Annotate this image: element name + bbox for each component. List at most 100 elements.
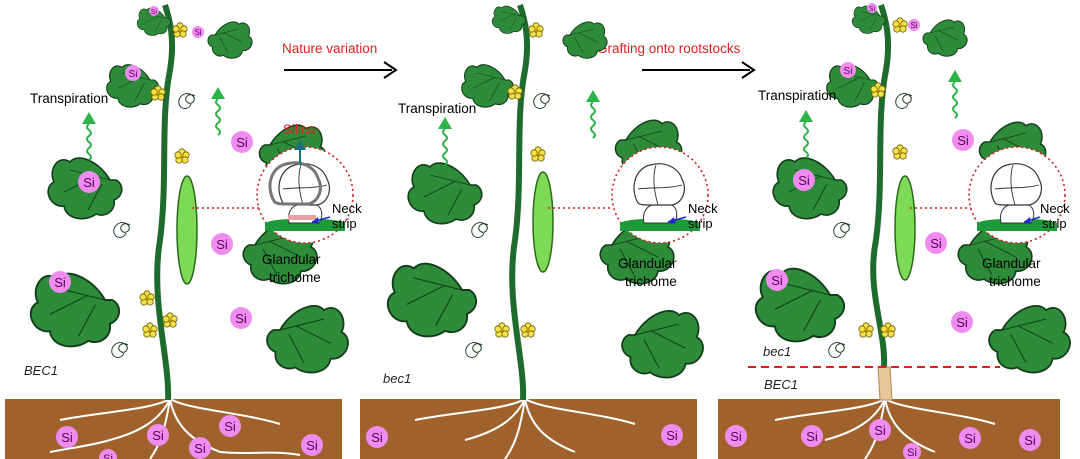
tendril — [471, 222, 489, 238]
si-badge: Si — [766, 269, 788, 291]
si-badge: Si — [125, 65, 141, 81]
tendril — [178, 93, 196, 109]
svg-text:Si: Si — [306, 438, 318, 453]
strip-label: strip — [688, 216, 713, 231]
neck-label: Neck — [1040, 201, 1070, 216]
si-badge: Si — [192, 26, 204, 38]
soil-si-badge: Si — [661, 424, 683, 446]
leaf — [207, 21, 253, 59]
trichome-label-1: Glandular — [618, 256, 677, 271]
soil-si-badge: Si — [869, 419, 891, 441]
silica-label: Silica — [283, 122, 316, 137]
transpiration-label: Transpiration — [30, 91, 108, 106]
trichome-label-2: trichome — [625, 274, 677, 289]
soil-si-badge: Si — [147, 424, 169, 446]
si-badge: Si — [793, 169, 815, 191]
svg-text:Si: Si — [216, 237, 228, 252]
panel-bec1: Transpiration Si Si Si Si Si Si Si Si Si… — [5, 4, 362, 459]
trichome-label-1: Glandular — [262, 252, 321, 267]
flower — [520, 322, 536, 338]
tendril — [465, 342, 483, 358]
svg-text:Si: Si — [798, 173, 810, 188]
tendril — [533, 93, 551, 109]
svg-text:Si: Si — [957, 133, 969, 148]
flower — [172, 22, 188, 38]
transpiration-label: Transpiration — [398, 101, 476, 116]
flower — [494, 322, 510, 338]
soil-si-badge: Si — [959, 427, 981, 449]
svg-text:Si: Si — [103, 453, 113, 459]
flower — [162, 312, 178, 328]
stem — [154, 4, 176, 401]
silica-shell — [268, 161, 322, 206]
soil-si-badge: Si — [219, 415, 241, 437]
flower — [530, 146, 546, 162]
panel-grafted: Transpiration Si Si Si Si Si Si Si Si Si… — [718, 3, 1071, 459]
svg-text:Si: Si — [54, 275, 66, 290]
svg-text:Si: Si — [910, 21, 917, 30]
svg-text:Si: Si — [806, 429, 818, 444]
soil-si-badge: Si — [725, 425, 747, 447]
svg-text:Si: Si — [666, 428, 678, 443]
tendril — [111, 342, 129, 358]
si-badge: Si — [149, 6, 159, 16]
transpiration-label: Transpiration — [758, 88, 836, 103]
leaf — [266, 304, 349, 374]
si-badge: Si — [211, 233, 233, 255]
soil-si-badge: Si — [56, 426, 78, 448]
fruit — [894, 175, 916, 281]
leaf — [29, 272, 121, 348]
genotype-label: bec1 — [383, 371, 411, 386]
svg-text:Si: Si — [956, 315, 968, 330]
neck-label: Neck — [688, 201, 718, 216]
svg-text:Si: Si — [1024, 433, 1036, 448]
svg-text:Si: Si — [964, 431, 976, 446]
svg-text:Si: Si — [129, 69, 138, 80]
tendril — [113, 222, 131, 238]
arrow-grafting — [642, 61, 756, 79]
si-badge: Si — [951, 311, 973, 333]
flower — [528, 22, 544, 38]
svg-text:Si: Si — [371, 430, 383, 445]
soil — [360, 399, 697, 459]
svg-text:Si: Si — [224, 419, 236, 434]
flower — [174, 148, 190, 164]
flower — [892, 17, 908, 33]
si-badge: Si — [231, 131, 253, 153]
si-badge: Si — [908, 19, 920, 31]
si-badge: Si — [78, 171, 100, 193]
transpiration-arrow — [947, 69, 963, 119]
fruit — [176, 175, 198, 285]
soil-si-badge: Si — [189, 437, 211, 459]
rootstock — [877, 366, 893, 401]
leaf — [386, 262, 478, 338]
svg-text:Si: Si — [730, 429, 742, 444]
arrow-grafting-label: Grafting onto rootstocks — [597, 41, 741, 56]
fruit — [532, 171, 554, 273]
flower — [858, 322, 874, 338]
rootstock-genotype-label: BEC1 — [764, 377, 798, 392]
si-badge: Si — [867, 3, 877, 13]
svg-text:Si: Si — [151, 9, 158, 16]
si-badge: Si — [952, 129, 974, 151]
svg-text:Si: Si — [61, 430, 73, 445]
svg-text:Si: Si — [194, 28, 201, 37]
svg-text:Si: Si — [236, 135, 248, 150]
roots — [414, 398, 636, 459]
flower — [139, 290, 155, 306]
svg-text:Si: Si — [874, 423, 886, 438]
transpiration-arrow — [81, 111, 97, 161]
tendril — [895, 93, 913, 109]
si-badge: Si — [840, 62, 856, 78]
arrow-nature-variation — [284, 61, 398, 79]
leaf — [621, 309, 704, 379]
leaf — [407, 162, 483, 225]
trichome-label-1: Glandular — [982, 256, 1041, 271]
panel-bec1-mutant: Transpiration Si Si bec1 Neck strip Glan… — [360, 4, 718, 459]
soil-si-badge: Si — [99, 449, 117, 459]
transpiration-arrow — [437, 116, 453, 166]
svg-text:Si: Si — [235, 311, 247, 326]
svg-text:Si: Si — [83, 175, 95, 190]
neck-label: Neck — [332, 201, 362, 216]
